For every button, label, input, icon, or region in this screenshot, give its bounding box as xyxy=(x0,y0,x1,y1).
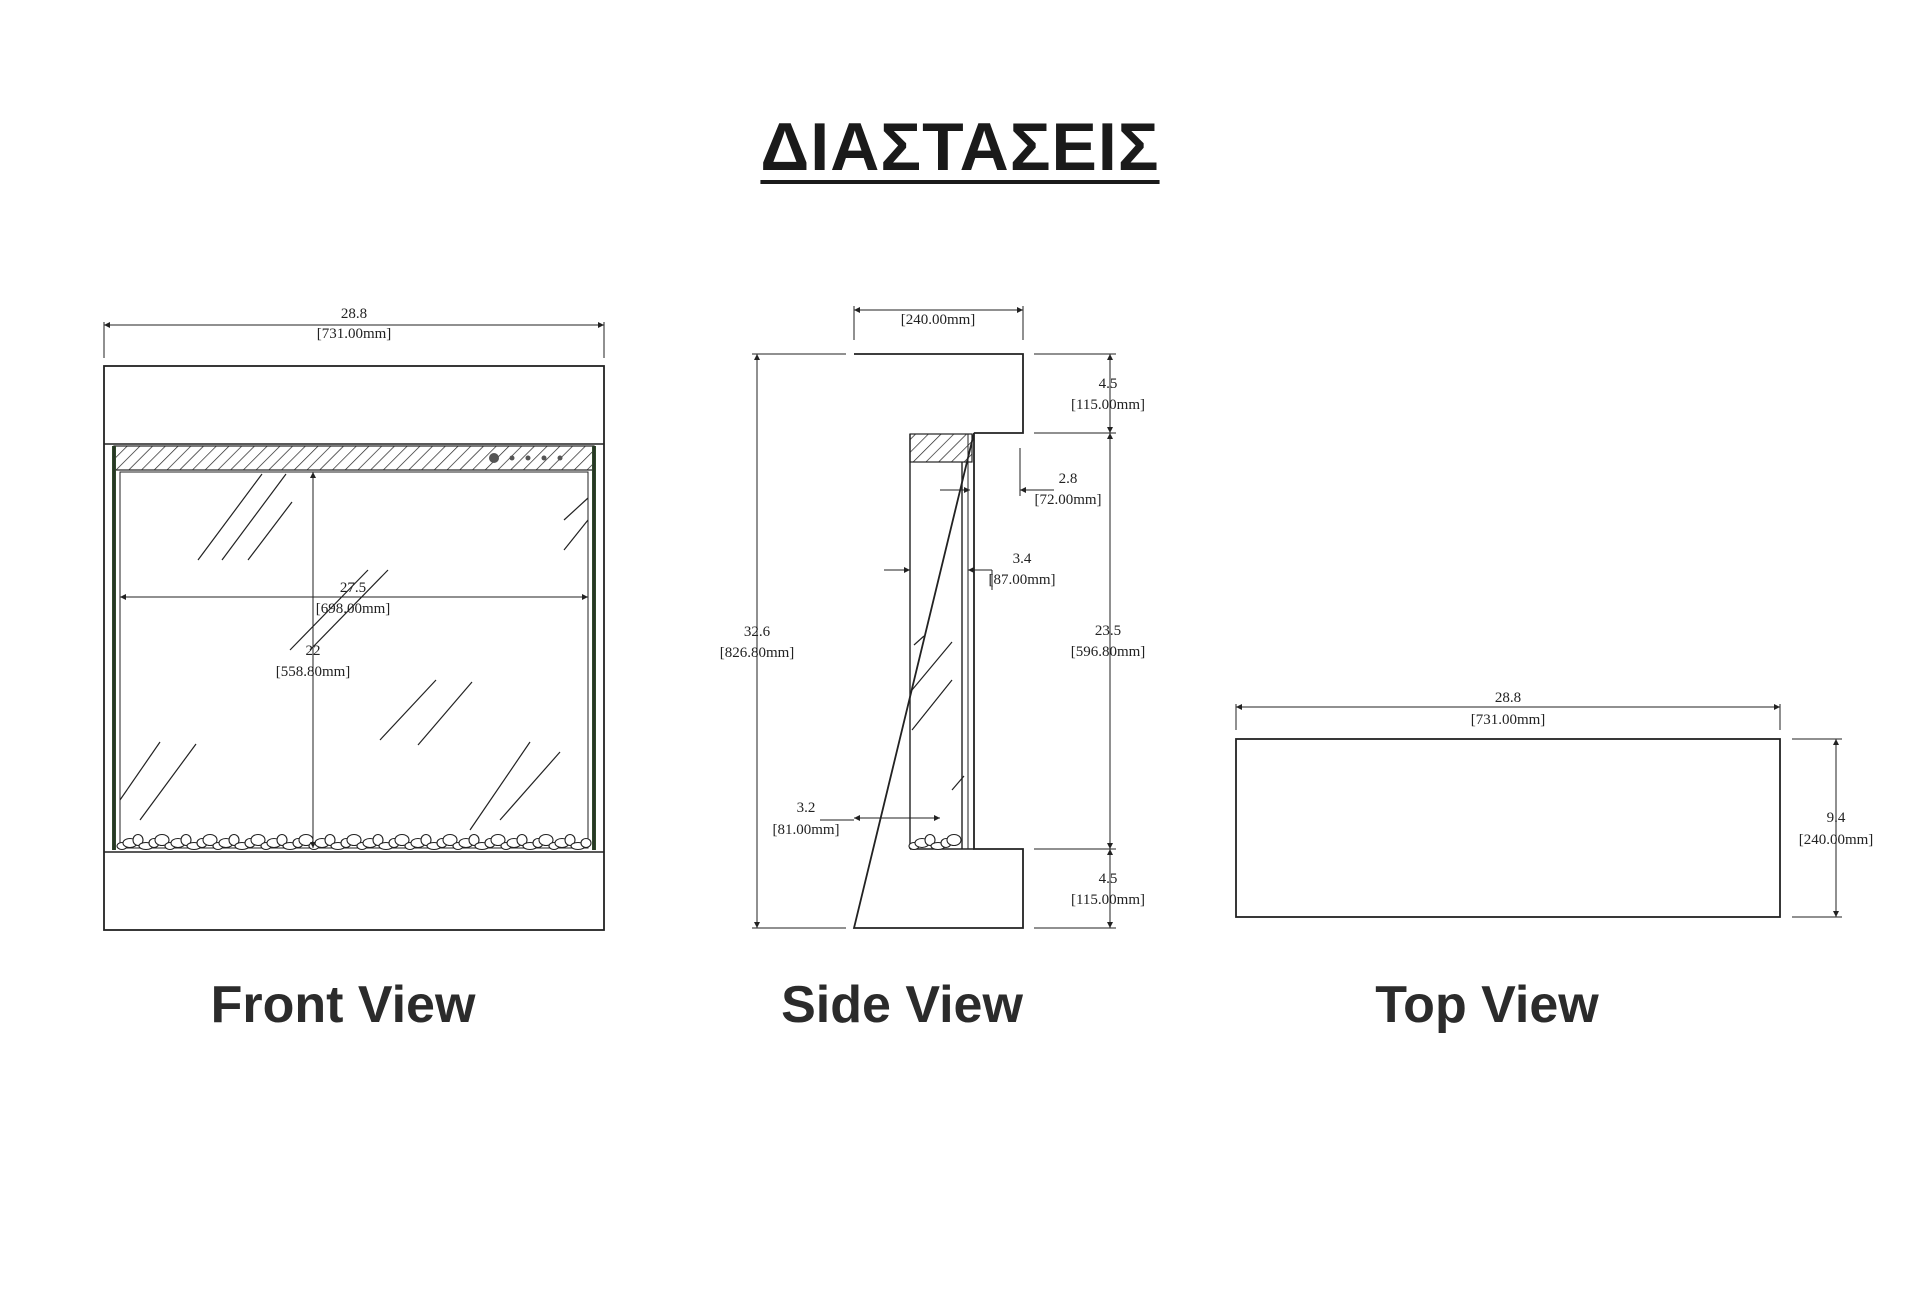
pebble xyxy=(442,833,458,847)
side-opening-mm: [596.80mm] xyxy=(1071,644,1146,660)
pebble xyxy=(394,833,410,847)
side-base-depth-in: 3.2 xyxy=(797,800,816,816)
top-view-drawing: 28.8 [731.00mm] 9.4 [240.00mm] xyxy=(1235,690,1874,918)
side-glass-reflections xyxy=(911,635,965,791)
front-crystal-bed xyxy=(116,833,592,851)
pebble xyxy=(516,833,528,847)
front-inner-width-in: 27.5 xyxy=(340,580,366,596)
pebble xyxy=(202,833,218,847)
side-view-label: Side View xyxy=(781,976,1023,1034)
side-top-in: 4.5 xyxy=(1099,376,1118,392)
front-inner-height-mm: [558.80mm] xyxy=(276,664,351,680)
pebble xyxy=(564,833,576,847)
front-outline xyxy=(103,365,605,931)
side-recess-in: 3.4 xyxy=(1013,551,1032,567)
front-view-drawing: 27.5 [698.00mm] 22 [558.80mm] 28.8 [731.… xyxy=(103,306,605,931)
pebble xyxy=(580,837,592,849)
side-height-in: 32.6 xyxy=(744,624,771,640)
pebble xyxy=(468,833,480,847)
side-control-strip xyxy=(909,433,973,463)
side-depth-mm: [240.00mm] xyxy=(901,312,976,328)
side-bottom-mm: [115.00mm] xyxy=(1071,892,1145,908)
side-top-mm: [115.00mm] xyxy=(1071,397,1145,413)
control-buttons xyxy=(489,453,563,463)
top-view-label: Top View xyxy=(1375,976,1599,1034)
top-depth-mm: [240.00mm] xyxy=(1799,832,1874,848)
pebble xyxy=(346,833,362,847)
front-inner-height-in: 22 xyxy=(306,643,321,659)
front-control-strip xyxy=(113,445,595,471)
side-base-depth-mm: [81.00mm] xyxy=(772,822,839,838)
side-panel-mm: [72.00mm] xyxy=(1034,492,1101,508)
side-bottom-in: 4.5 xyxy=(1099,871,1118,887)
pebble xyxy=(276,833,288,847)
side-crystal-bed xyxy=(908,833,962,851)
pebble xyxy=(324,833,336,847)
top-width-mm: [731.00mm] xyxy=(1471,712,1546,728)
front-width-in: 28.8 xyxy=(341,306,367,322)
top-outline xyxy=(1235,738,1781,918)
page-title: ΔΙΑΣΤΑΣΕΙΣ xyxy=(760,109,1160,185)
front-inner-width-mm: [698.00mm] xyxy=(316,601,391,617)
side-view-drawing: [240.00mm] 32.6 [826.80mm] 4.5 [115.00mm… xyxy=(720,306,1146,929)
front-width-mm: [731.00mm] xyxy=(317,326,392,342)
pebble xyxy=(250,833,266,847)
pebble xyxy=(154,833,170,847)
pebble xyxy=(180,833,192,847)
side-opening-in: 23.5 xyxy=(1095,623,1121,639)
glass-reflections xyxy=(119,473,589,831)
pebble xyxy=(228,833,240,847)
pebble xyxy=(132,833,144,847)
side-outline xyxy=(852,353,1024,929)
front-view-label: Front View xyxy=(210,976,476,1034)
pebble xyxy=(420,833,432,847)
pebble xyxy=(538,833,554,847)
top-width-in: 28.8 xyxy=(1495,690,1521,706)
pebble xyxy=(946,833,962,847)
side-height-mm: [826.80mm] xyxy=(720,645,795,661)
side-panel-in: 2.8 xyxy=(1059,471,1078,487)
pebble xyxy=(372,833,384,847)
pebble xyxy=(924,833,936,847)
pebble xyxy=(490,833,506,847)
top-depth-in: 9.4 xyxy=(1827,810,1846,826)
side-recess-mm: [87.00mm] xyxy=(988,572,1055,588)
